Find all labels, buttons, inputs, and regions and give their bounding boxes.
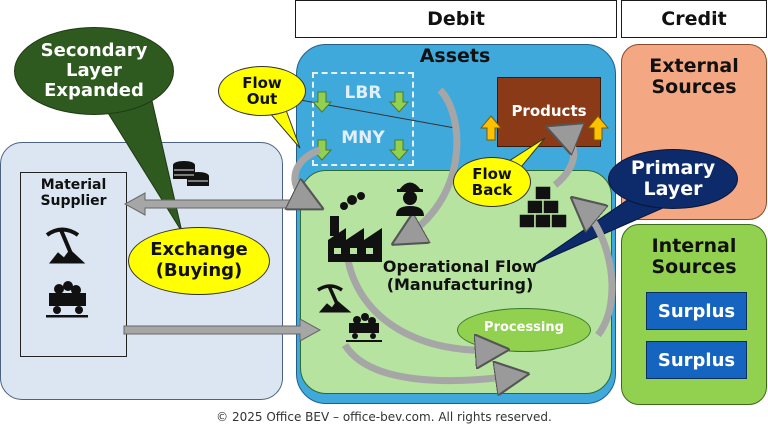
mine-cart-small-icon [346,313,382,342]
flow-back-callout: Flow Back [453,157,531,207]
processing-label: Processing [484,320,564,335]
supply-arrow-right-icon [123,318,322,342]
flow-out-curve-2 [400,87,461,240]
flow-out-curve-1 [295,146,320,205]
copyright-footer: © 2025 Office BEV – office-bev.com. All … [216,410,552,424]
flow-arrows [295,87,616,381]
surplus-label-2: Surplus [657,349,736,371]
flow-out-text: Flow Out [242,73,282,108]
manufacturing-curve-2 [342,342,520,381]
flow-out-callout: Flow Out [218,66,306,116]
surplus-box-1: Surplus [646,292,747,330]
worker-icon [396,182,424,216]
external-sources-label: External Sources [649,55,739,99]
exchange-callout: Exchange (Buying) [128,227,270,295]
debit-header: Debit [295,0,617,38]
material-supplier-label: Material Supplier [40,177,107,209]
surplus-label-1: Surplus [657,300,736,322]
products-up-arrow-right-icon [586,115,610,141]
lbr-label: LBR [344,83,382,103]
credit-header: Credit [621,0,767,38]
products-up-arrow-left-icon [479,115,503,141]
boxes-icon [518,185,568,229]
secondary-layer-callout: Secondary Layer Expanded [14,27,174,115]
flow-back-curve [555,130,574,188]
lbr-mny-dashed-box [312,72,414,166]
supply-arrow-left-icon [123,192,291,216]
primary-layer-text: Primary Layer [630,157,716,200]
factory-smoke-icon [340,192,365,210]
exchange-text: Exchange (Buying) [150,239,248,281]
flow-out-line [277,95,456,129]
pickaxe-icon [45,227,86,264]
surplus-box-2: Surplus [646,341,747,379]
flow-back-text: Flow Back [471,164,513,199]
manufacturing-curve-1 [344,259,500,350]
factory-icon [328,216,382,262]
material-supplier-box [20,172,127,357]
assets-title: Assets [419,45,491,67]
mine-cart-icon [46,281,88,318]
pickaxe-small-icon [317,284,352,313]
secondary-layer-text: Secondary Layer Expanded [40,40,148,101]
operational-flow-label: Operational Flow (Manufacturing) [382,257,538,294]
processing-curve [578,203,616,338]
products-label: Products [511,102,587,120]
coins-icon [173,161,209,186]
internal-sources-label: Internal Sources [651,235,737,279]
primary-layer-callout: Primary Layer [608,149,738,209]
mny-label: MNY [341,128,385,148]
lbr-mny-down-arrows-icon [311,91,410,161]
